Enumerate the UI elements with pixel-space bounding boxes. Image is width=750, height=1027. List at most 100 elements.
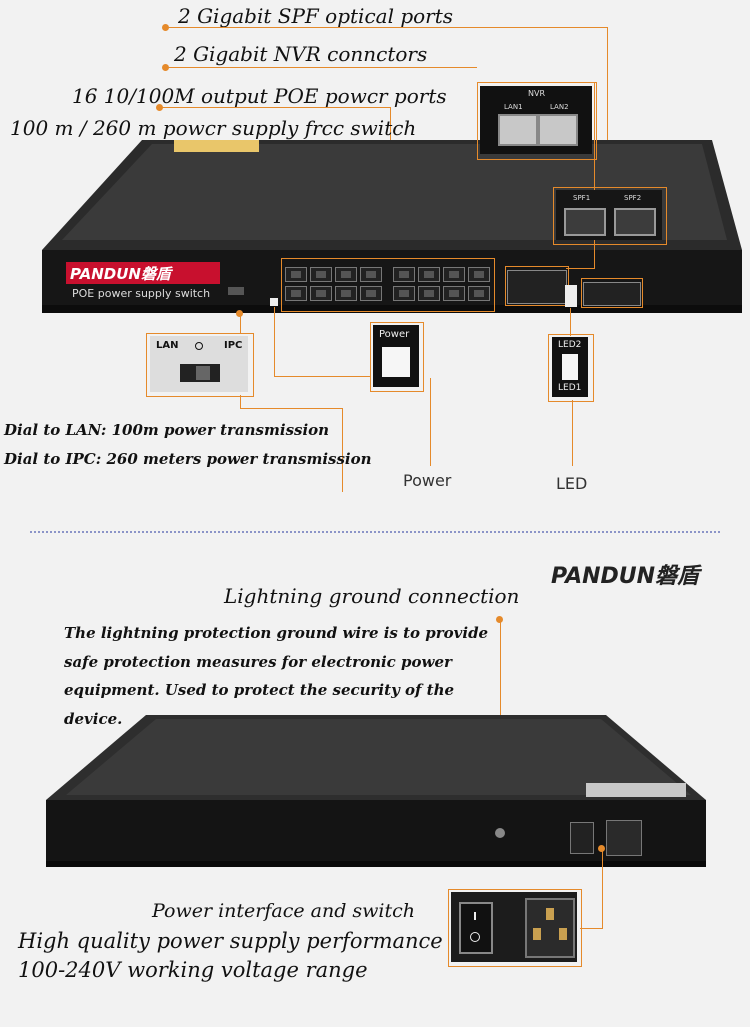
poe-port <box>335 267 357 282</box>
dial-center-mark <box>195 342 203 350</box>
nvr-leader-v <box>594 82 595 268</box>
poe-port <box>393 286 415 301</box>
dial-leader-v2 <box>342 408 343 492</box>
power-leader-down <box>430 378 431 466</box>
pin-top <box>546 908 554 920</box>
iec-socket <box>525 898 575 958</box>
lightning-desc-2: safe protection measures for electronic … <box>64 653 452 671</box>
heading-poe-dot <box>156 104 163 111</box>
led-callout: LED2 LED1 <box>552 337 588 397</box>
power-callout-frame <box>370 322 424 392</box>
led-callout-frame <box>548 334 594 402</box>
rocker-switch <box>459 902 493 954</box>
led1-label: LED1 <box>558 383 582 393</box>
power-caption: Power <box>403 471 452 490</box>
poe-port <box>285 267 307 282</box>
lightning-dot <box>496 616 503 623</box>
front-led-area <box>565 285 577 307</box>
front-brand-plate <box>66 262 220 284</box>
led-caption: LED <box>556 474 588 493</box>
power-if-line1: High quality power supply performance <box>18 929 443 953</box>
front-sfp-outline <box>581 278 643 308</box>
sfp-leader-v <box>607 27 608 187</box>
poe-port <box>468 267 490 282</box>
sfp-leader-h <box>166 27 608 28</box>
lightning-leader-v <box>500 620 501 728</box>
poe-port <box>285 286 307 301</box>
dial-note-2: Dial to IPC: 260 meters power transmissi… <box>4 450 372 468</box>
dial-note-1: Dial to LAN: 100m power transmission <box>4 421 330 439</box>
lightning-desc-4: device. <box>64 710 123 728</box>
sfp2-label: SPF2 <box>624 194 642 202</box>
dial-lan-label: LAN <box>156 340 179 351</box>
poe-leader-h <box>160 107 390 108</box>
heading-poe: 16 10/100M output POE powcr ports <box>72 84 447 108</box>
dial-ipc-label: IPC <box>224 340 243 351</box>
section-divider <box>30 531 720 533</box>
power-callout: Power <box>373 325 419 387</box>
power-if-leader-v <box>602 849 603 929</box>
front-sfp-ports <box>583 282 641 306</box>
led-leader-v <box>570 308 571 336</box>
front-brand: PANDUN磐盾 <box>70 265 171 283</box>
power-leader-h <box>274 376 370 377</box>
back-power-socket <box>606 820 642 856</box>
lightning-desc-3: equipment. Used to protect the security … <box>64 681 455 699</box>
nvr-lan2-label: LAN2 <box>550 103 569 111</box>
lightning-desc-1: The lightning protection ground wire is … <box>64 624 489 642</box>
dial-dot <box>236 310 243 317</box>
nvr-title: NVR <box>528 89 546 98</box>
poe-port <box>393 267 415 282</box>
power-if-dot <box>598 845 605 852</box>
pin-right <box>559 928 567 940</box>
power-if-callout-frame <box>448 889 582 967</box>
dial-callout-frame <box>146 333 254 397</box>
front-dial-switch <box>228 287 244 295</box>
power-leader-v <box>274 307 275 376</box>
power-if-line2: 100-240V working voltage range <box>18 958 368 982</box>
nvr-leader-h <box>166 67 477 68</box>
nvr-lan1-port <box>498 114 538 146</box>
heading-switch: 100 m / 260 m powcr supply frcc switch <box>10 116 417 140</box>
dial-leader-down <box>240 395 241 409</box>
power-if-title: Power interface and switch <box>152 900 416 922</box>
poe-port <box>335 286 357 301</box>
nvr-leader-h2 <box>566 268 595 269</box>
power-box-label: Power <box>379 329 410 340</box>
poe-port <box>443 286 465 301</box>
nvr-callout: NVR LAN1 LAN2 <box>480 86 592 154</box>
heading-sfp: 2 Gigabit SPF optical ports <box>178 4 454 28</box>
led-window <box>562 354 578 380</box>
sfp-callout-frame <box>553 187 667 245</box>
sfp1-port <box>564 208 606 236</box>
power-if-leader-h <box>580 928 603 929</box>
rocker-on-mark <box>474 912 476 920</box>
nvr-lan2-port <box>538 114 578 146</box>
poe-port <box>418 267 440 282</box>
poe-port <box>360 286 382 301</box>
sfp-callout: SPF1 SPF2 <box>556 190 662 240</box>
front-model: POE power supply switch <box>72 287 211 300</box>
lightning-title: Lightning ground connection <box>224 584 520 608</box>
heading-nvr-dot <box>162 64 169 71</box>
led2-label: LED2 <box>558 340 582 350</box>
dial-leader-h <box>240 408 342 409</box>
pin-left <box>533 928 541 940</box>
poe-port <box>360 267 382 282</box>
poe-port <box>310 267 332 282</box>
led-leader-down <box>572 400 573 466</box>
nvr-lan1-label: LAN1 <box>504 103 523 111</box>
poe-port <box>310 286 332 301</box>
bottom-brand: PANDUN磐盾 <box>551 564 700 589</box>
rocker-off-mark <box>470 932 480 942</box>
sfp2-port <box>614 208 656 236</box>
power-if-callout <box>451 892 577 962</box>
device-back-image <box>46 715 706 867</box>
back-power-switch <box>570 822 594 854</box>
poe-ports-panel <box>283 262 493 308</box>
power-led-window <box>382 347 410 377</box>
dial-knob <box>196 366 210 380</box>
nvr-callout-frame <box>477 82 597 160</box>
heading-sfp-dot <box>162 24 169 31</box>
heading-nvr: 2 Gigabit NVR connctors <box>174 42 428 66</box>
